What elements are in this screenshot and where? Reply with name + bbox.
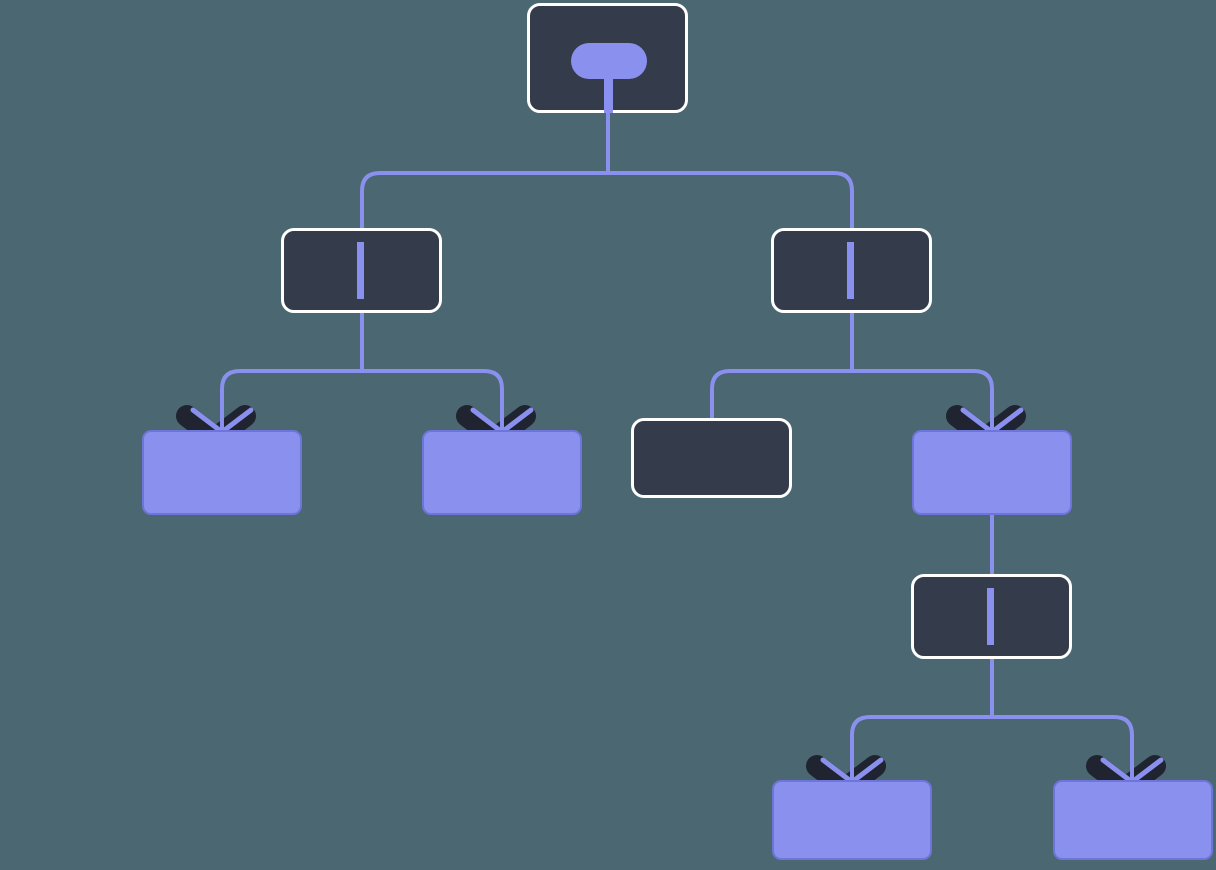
edge-e-bus1-right xyxy=(606,171,854,230)
node-badge-stem-icon xyxy=(604,79,613,113)
node-n-r4b[interactable] xyxy=(1053,780,1213,860)
node-through-line-icon xyxy=(847,242,854,299)
node-through-line-icon xyxy=(987,588,994,645)
node-n-l2a[interactable] xyxy=(142,430,302,515)
edge-e-bus3-right xyxy=(850,369,994,434)
edge-e-bus4-left xyxy=(850,715,994,784)
arrowhead xyxy=(960,407,1024,435)
arrowhead xyxy=(820,757,884,785)
arrowhead xyxy=(1100,757,1164,785)
edge-e-bus1-left xyxy=(360,171,610,230)
node-n-r2b[interactable] xyxy=(912,430,1072,515)
node-badge-pill-icon xyxy=(571,43,647,79)
edge-e-bus3-left xyxy=(710,369,854,420)
edge-e-bus2-right xyxy=(360,369,504,434)
edge-e-bus4-right xyxy=(990,715,1134,784)
node-n-l2b[interactable] xyxy=(422,430,582,515)
edge-e-bus2-left xyxy=(220,369,364,434)
node-through-line-icon xyxy=(357,242,364,299)
node-n-r2a[interactable] xyxy=(631,418,792,498)
node-n-r4a[interactable] xyxy=(772,780,932,860)
arrowhead xyxy=(190,407,254,435)
arrowhead xyxy=(470,407,534,435)
